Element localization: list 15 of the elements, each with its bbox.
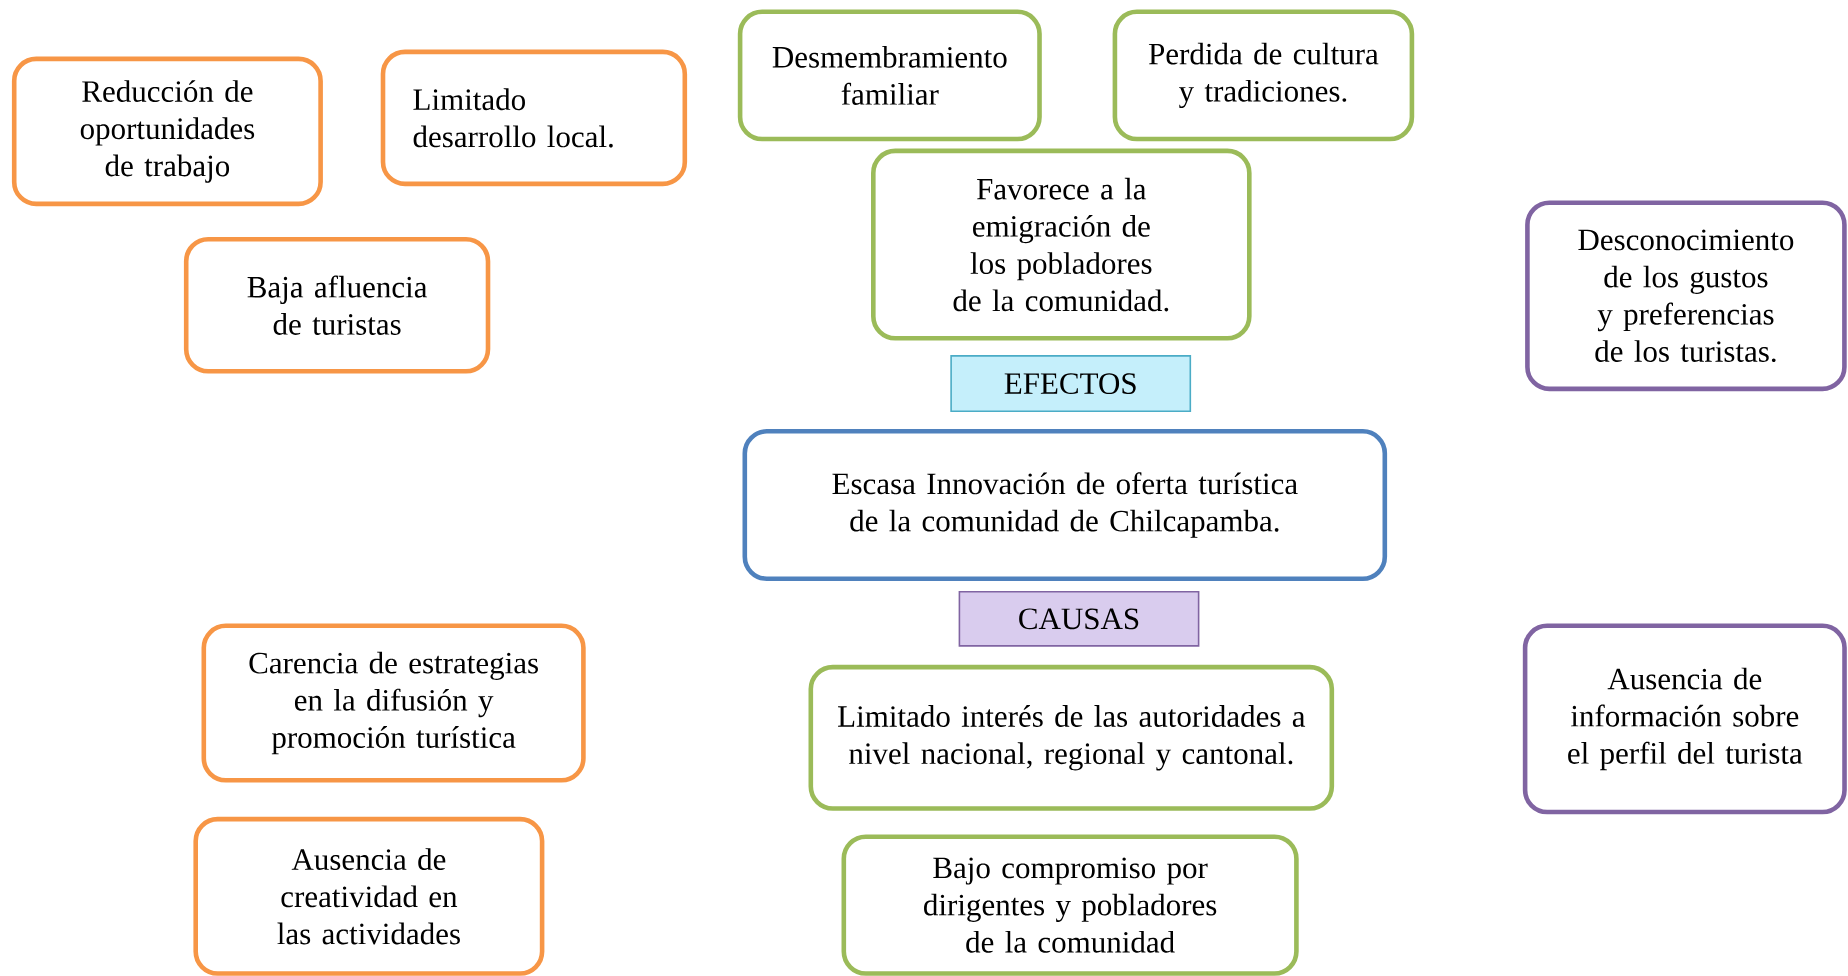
rounded-box: Escasa Innovación de oferta turística de la comunidad de Chilcapamba. (742, 429, 1388, 581)
rounded-box: Desconocimiento de los gustos y preferencias de los turistas. (1525, 200, 1847, 392)
rounded-box: Perdida de cultura y tradiciones. (1112, 9, 1415, 142)
rounded-box: Favorece a la emigración de los pobladores de la comunidad. (871, 148, 1252, 341)
rounded-box: Bajo compromiso por dirigentes y pobladores de la comunidad (841, 834, 1299, 976)
rounded-box: Ausencia de creatividad en las actividades (193, 816, 545, 976)
section-label: CAUSAS (958, 590, 1200, 647)
rounded-box: Baja afluencia de turistas (183, 236, 491, 374)
rounded-box: Desmembramiento familiar (737, 9, 1042, 142)
rounded-box: Carencia de estrategias en la difusión y promoción turística (201, 623, 586, 783)
rounded-box: Reducción de oportunidades de trabajo (11, 56, 323, 207)
section-label: EFECTOS (950, 355, 1192, 413)
rounded-box: Limitado desarrollo local. (380, 49, 688, 187)
rounded-box: Limitado interés de las autoridades a nivel nacional, regional y cantonal. (808, 664, 1335, 811)
rounded-box: Ausencia de información sobre el perfil del turista (1522, 623, 1847, 815)
